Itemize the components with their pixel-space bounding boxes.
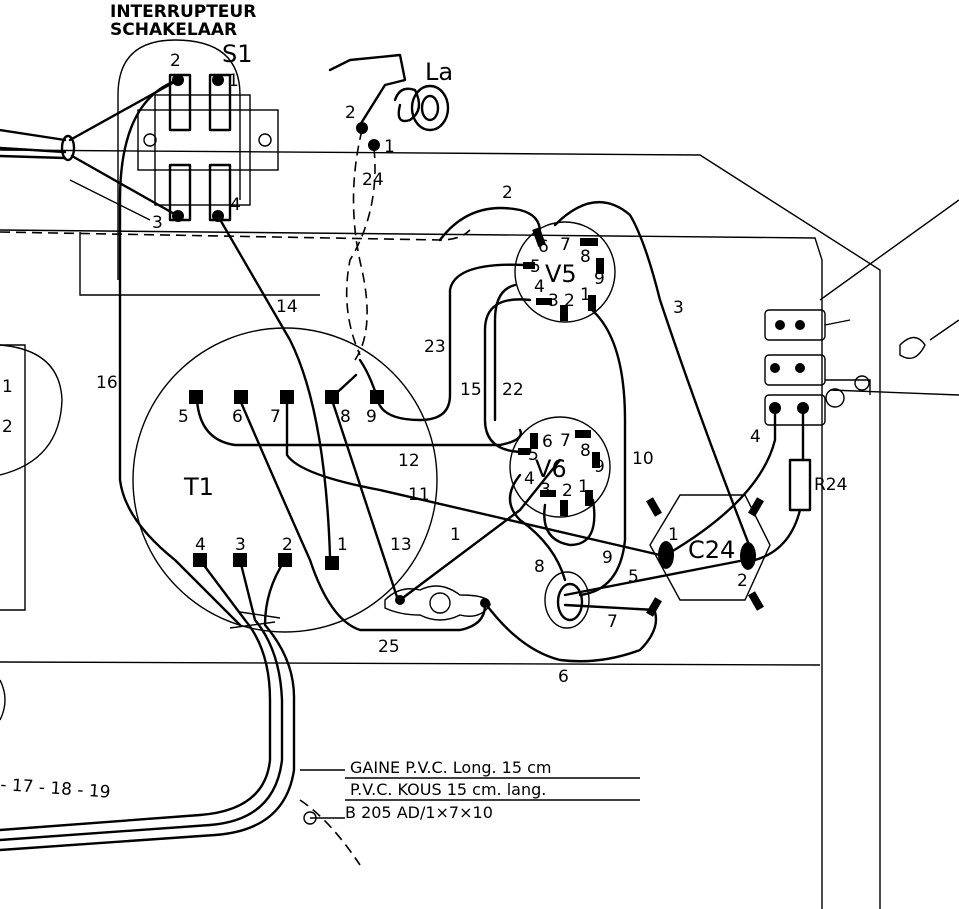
note-line-1: GAINE P.V.C. Long. 15 cm	[350, 758, 552, 777]
v5-pin-4: 4	[534, 277, 545, 297]
terminal-strip	[764, 309, 959, 426]
t1-pin-3: 3	[235, 535, 246, 555]
note-line-2: P.V.C. KOUS 15 cm. lang.	[350, 780, 546, 799]
t1-pin-5: 5	[178, 407, 189, 427]
series-label: - 17 - 18 - 19	[0, 775, 111, 803]
t1-pin-2: 2	[282, 535, 293, 555]
tube-v6-socket	[509, 416, 611, 518]
resistor-r24	[753, 410, 812, 562]
wire-10-label: 10	[632, 449, 654, 469]
wire-1-label: 1	[450, 525, 461, 545]
fixing-lug	[384, 571, 590, 629]
v6-pin-7: 7	[560, 431, 571, 451]
switch-pin-2-label: 2	[170, 51, 181, 71]
la-pin-2	[356, 122, 368, 134]
left-label-1: 1	[2, 377, 13, 397]
wire-23-label: 23	[424, 337, 446, 357]
wire-22-label: 22	[502, 380, 524, 400]
wire-11-label: 11	[408, 485, 430, 505]
t1-pin-9: 9	[366, 407, 377, 427]
v6-pin-9: 9	[594, 457, 605, 477]
v6-pin-1: 1	[578, 477, 589, 497]
wire-24-twisted	[345, 129, 376, 361]
switch-pin-4-label: 4	[230, 195, 241, 215]
switch-title-fr: INTERRUPTEUR	[110, 2, 256, 22]
c24-pin-1: 1	[668, 525, 679, 545]
t1-pin-7: 7	[270, 407, 281, 427]
v6-pin-5: 5	[528, 445, 539, 465]
wire-12-label: 12	[398, 451, 420, 471]
wire-2-label: 2	[502, 183, 513, 203]
t1-pin-1: 1	[337, 535, 348, 555]
v5-pin-8: 8	[580, 247, 591, 267]
resistor-ref: R24	[814, 475, 847, 495]
v5-pin-7: 7	[560, 235, 571, 255]
switch-s1	[117, 39, 279, 280]
note-line-3: B 205 AD/1×7×10	[345, 803, 493, 822]
wire-7-label: 7	[607, 612, 618, 632]
v6-pin-2: 2	[562, 481, 573, 501]
v6-pin-6: 6	[542, 432, 553, 452]
t1-pin-4: 4	[195, 535, 206, 555]
v5-pin-9: 9	[594, 269, 605, 289]
wire-25-label: 25	[378, 637, 400, 657]
wire-9-label: 9	[602, 548, 613, 568]
lamp-ref: La	[425, 58, 453, 86]
v6-ref: V6	[535, 455, 567, 483]
transformer-ref: T1	[183, 473, 214, 501]
v5-pin-6: 6	[538, 237, 549, 257]
t1-pin-8: 8	[340, 407, 351, 427]
lamp-la	[328, 53, 450, 151]
la-pin-1	[368, 139, 380, 151]
transformer-t1	[132, 327, 438, 633]
t1-pin-6: 6	[232, 407, 243, 427]
v5-pin-1: 1	[580, 285, 591, 305]
switch-title-nl: SCHAKELAAR	[110, 20, 237, 40]
v5-pin-3: 3	[548, 291, 559, 311]
switch-pin-1-label: 1	[228, 71, 239, 91]
v5-pin-5: 5	[530, 257, 541, 277]
lamp-pin-1-label: 1	[384, 137, 395, 157]
s1-pin-1	[212, 74, 224, 86]
c24-pin-2: 2	[737, 571, 748, 591]
tube-v5-socket	[514, 221, 616, 323]
v6-pin-8: 8	[580, 441, 591, 461]
wire-14-label: 14	[276, 297, 298, 317]
v5-pin-2: 2	[564, 291, 575, 311]
wire-15-label: 15	[460, 380, 482, 400]
v5-ref: V5	[545, 260, 577, 288]
left-label-2: 2	[2, 417, 13, 437]
labels: INTERRUPTEUR SCHAKELAAR S1 2 1 3 4 La 2 …	[0, 2, 847, 822]
capacitor-ref: C24	[688, 536, 735, 564]
v6-pin-4: 4	[524, 469, 535, 489]
switch-pin-3-label: 3	[152, 213, 163, 233]
v6-pin-3: 3	[540, 480, 551, 500]
lamp-pin-2-label: 2	[345, 103, 356, 123]
wire-4-label: 4	[750, 427, 761, 447]
wire-8-label: 8	[534, 557, 545, 577]
wire-16-label: 16	[96, 373, 118, 393]
switch-ref: S1	[222, 40, 253, 68]
mains-cable	[0, 78, 180, 218]
wire-3-label: 3	[673, 298, 684, 318]
wiring	[0, 78, 777, 866]
wire-6-label: 6	[558, 667, 569, 687]
wire-5-label: 5	[628, 567, 639, 587]
wire-24-label: 24	[362, 170, 384, 190]
wire-13-label: 13	[390, 535, 412, 555]
